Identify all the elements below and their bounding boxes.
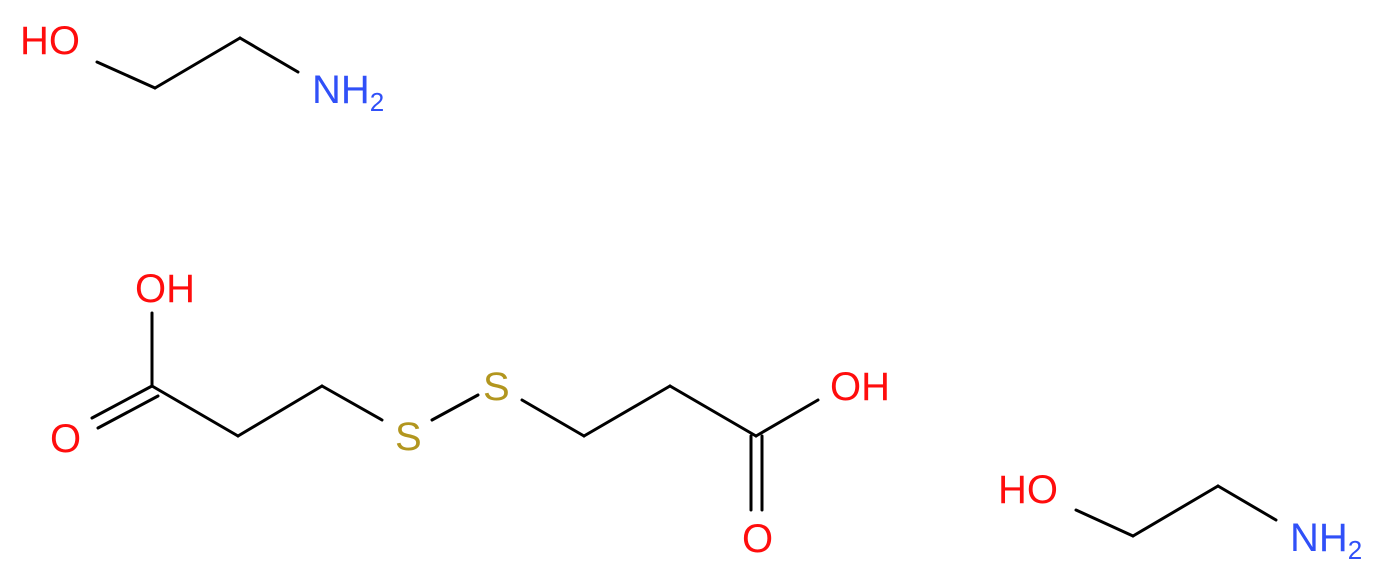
bond xyxy=(520,398,586,438)
double-bond xyxy=(90,384,154,420)
amine-text: NH xyxy=(1290,516,1348,560)
ethanolamine-molecule-top: HO NH2 xyxy=(20,19,384,117)
amine-label: NH2 xyxy=(312,68,384,117)
sulfur-right-label: S xyxy=(483,365,510,409)
amine-label: NH2 xyxy=(1290,516,1362,565)
bond xyxy=(320,384,384,422)
hydroxyl-label: HO xyxy=(20,19,80,63)
hydroxyl-label: HO xyxy=(998,468,1058,512)
hydroxyl-left-label: OH xyxy=(135,267,195,311)
bond xyxy=(150,384,240,438)
bond xyxy=(95,60,157,90)
bond xyxy=(238,36,300,74)
sulfur-left-label: S xyxy=(395,415,422,459)
amine-subscript: 2 xyxy=(1348,535,1362,565)
bond xyxy=(430,393,480,422)
dithiodipropionic-acid-molecule: OH O S S OH O xyxy=(50,267,890,561)
bond xyxy=(1131,484,1220,538)
double-bond xyxy=(96,394,160,430)
ethanolamine-molecule-bottom: HO NH2 xyxy=(998,468,1362,565)
bond xyxy=(582,384,672,438)
amine-text: NH xyxy=(312,68,370,112)
bond xyxy=(236,384,324,438)
carbonyl-left-label: O xyxy=(50,417,81,461)
bond xyxy=(754,398,820,438)
bond xyxy=(153,36,242,90)
carbonyl-right-label: O xyxy=(742,517,773,561)
bond xyxy=(1074,508,1135,538)
amine-subscript: 2 xyxy=(370,87,384,117)
bond xyxy=(1216,484,1278,522)
hydroxyl-right-label: OH xyxy=(830,365,890,409)
bond xyxy=(668,384,758,438)
